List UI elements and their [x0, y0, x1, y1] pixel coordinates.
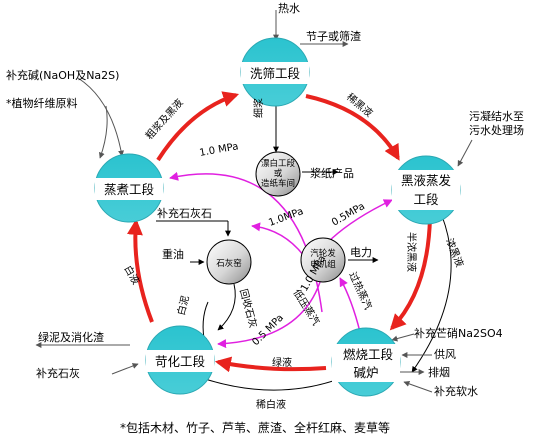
- condensate-label-1: 污凝结水至: [469, 109, 524, 123]
- bleach-label-1: 漂白工段: [261, 158, 296, 169]
- power-label: 电力: [350, 246, 372, 259]
- mirabilite-label: 补充芒硝Na2SO4: [414, 326, 503, 340]
- condensate-arrow: [457, 139, 473, 167]
- turbine-label-2: 电机组: [310, 259, 336, 270]
- dilute-white-liquor-arrow: [195, 374, 337, 391]
- stage-black-liquor-evap: 黑液蒸发 工段: [391, 155, 461, 225]
- air-label: 供风: [434, 347, 456, 361]
- fiber-label: *植物纤维原料: [6, 96, 78, 110]
- green-liquor-label: 绿液: [272, 356, 292, 369]
- pulp-product-label: 浆纸产品: [310, 166, 354, 180]
- dilute-black-liquor-label: 稀黑液: [344, 90, 375, 119]
- stage-causticizing-label: 苛化工段: [155, 354, 205, 369]
- alkali-arrow: [77, 77, 125, 157]
- black-flows: [156, 104, 452, 391]
- concentrated-liquor-label: 浓黑液: [443, 236, 466, 269]
- stage-cooking: 蒸煮工段: [94, 153, 164, 223]
- lime-kiln-label: 石灰窑: [216, 258, 242, 269]
- soft-water-label: 补充软水: [434, 384, 478, 398]
- lime-supplement-label: 补充石灰: [36, 366, 80, 380]
- semi-concentrated-label: 半浓黑液: [405, 232, 418, 272]
- arc-causticizing-to-cooking: [126, 218, 154, 323]
- lime-arrow: [111, 363, 139, 375]
- fine-pulp-label: 细浆: [252, 98, 265, 118]
- white-mud-label: 白泥: [174, 294, 191, 317]
- semi-black-liquor-return: [411, 215, 452, 373]
- arc-combustion-to-causticizing: [214, 356, 327, 373]
- limestone-label: 补充石灰石: [157, 206, 212, 220]
- stage-causticizing: 苛化工段: [145, 325, 215, 395]
- fiber-arrow: [98, 105, 108, 159]
- bleach-label-2: 或: [274, 168, 283, 179]
- arc-cooking-to-washing: [156, 91, 240, 162]
- mirabilite-arrow: [391, 333, 415, 342]
- unit-turbine-generator: 汽轮发 电机组: [300, 237, 346, 283]
- steam-05mpa-to-causticizing: [217, 281, 321, 349]
- arc-evaporation-to-combustion: [389, 217, 432, 331]
- return-lime-arrow: [217, 283, 236, 331]
- steam-1mpa-top-label: 1.0 MPa: [199, 141, 240, 159]
- arc-washing-to-evaporation: [305, 94, 400, 161]
- bleach-label-3: 造纸车间: [261, 178, 295, 189]
- stage-cooking-label: 蒸煮工段: [104, 182, 154, 197]
- green-mud-label: 绿泥及消化渣: [38, 330, 104, 344]
- red-main-loop: [126, 91, 432, 373]
- hot-water-label: 热水: [278, 2, 300, 15]
- flue-gas-label: 排烟: [428, 365, 450, 379]
- external-flows: [35, 10, 473, 393]
- alkali-label: 补充碱(NaOH及Na2S): [6, 68, 119, 82]
- stage-washing: 洗筛工段: [240, 37, 310, 107]
- condensate-label-2: 污水处理场: [469, 123, 524, 137]
- soft-water-arrow: [403, 380, 433, 393]
- superheated-steam-label: 过热蒸汽: [346, 270, 375, 312]
- heavy-oil-label: 重油: [162, 247, 184, 261]
- stage-washing-label: 洗筛工段: [250, 66, 300, 81]
- steam-1mpa-mid-label: 1.0MPa: [267, 206, 305, 229]
- stage-evap-label-2: 工段: [413, 192, 438, 207]
- footnote: *包括木材、竹子、芦苇、蔗渣、全杆红麻、麦草等: [120, 420, 390, 435]
- knots-label: 节子或筛渣: [306, 29, 361, 43]
- dilute-white-liquor-label: 稀白液: [256, 398, 286, 411]
- turbine-label-1: 汽轮发: [310, 248, 336, 259]
- superheated-steam-arrow: [339, 277, 361, 333]
- unit-bleaching-papermaking: 漂白工段 或 造纸车间: [255, 151, 301, 197]
- stage-combustion: 燃烧工段 碱炉: [331, 327, 401, 397]
- stage-combustion-label-2: 碱炉: [353, 365, 378, 380]
- return-lime-label: 回收石灰: [237, 287, 260, 329]
- stage-evap-label-1: 黑液蒸发: [401, 173, 452, 188]
- unit-lime-kiln: 石灰窑: [206, 239, 252, 285]
- stage-combustion-label-1: 燃烧工段: [343, 347, 393, 362]
